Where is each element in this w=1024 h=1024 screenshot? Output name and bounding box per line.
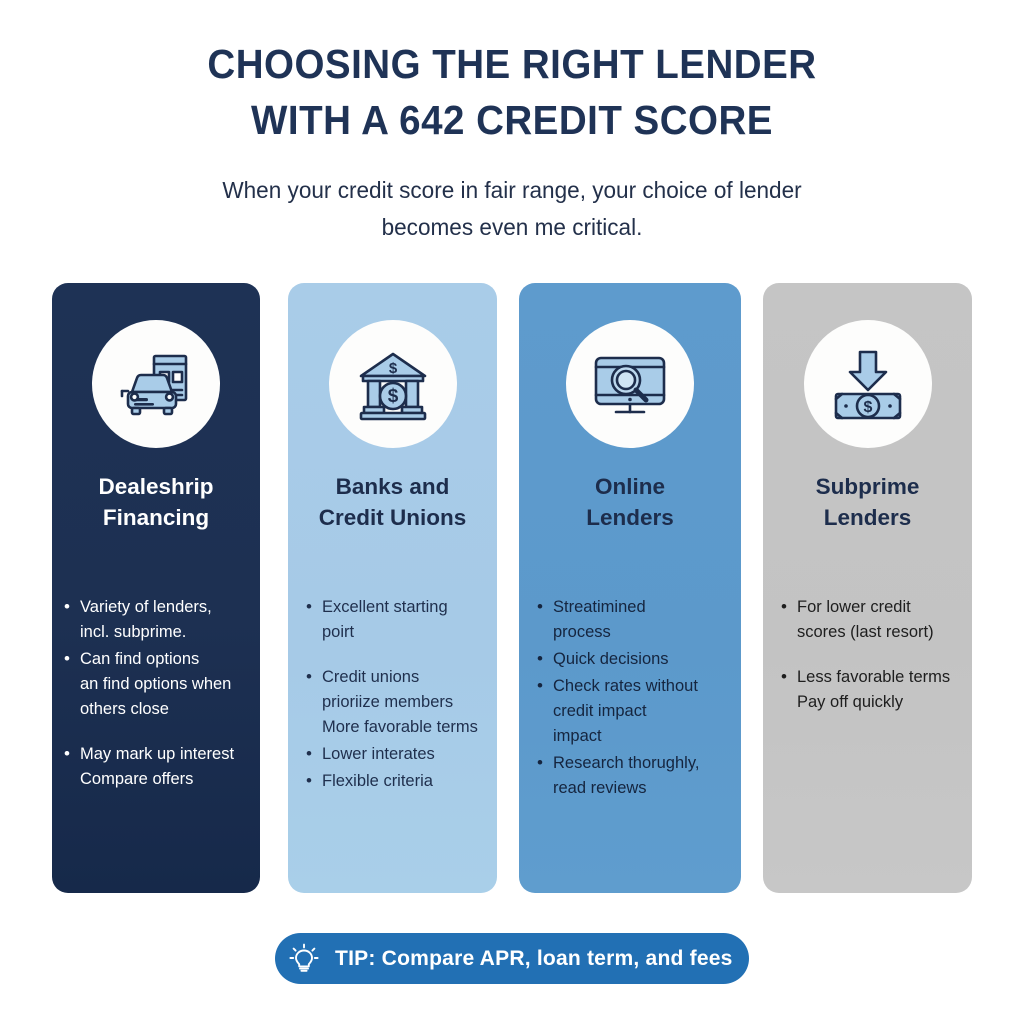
- tip-banner[interactable]: TIP: Compare APR, loan term, and fees: [275, 933, 749, 984]
- monitor-search-icon: [588, 342, 672, 426]
- icon-badge-subprime: $: [803, 320, 932, 448]
- bullet-group: For lower credit scores (last resort): [781, 594, 958, 645]
- card-heading-line: Credit Unions: [318, 505, 467, 530]
- list-item: Streatimined process: [537, 594, 727, 645]
- list-item-text: Research thorughly,: [553, 754, 700, 772]
- list-item-text: Credit unions: [322, 668, 420, 686]
- card-heading-line: Lenders: [586, 505, 674, 530]
- page-subtitle-line-1: When your credit score in fair range, yo…: [222, 177, 802, 203]
- list-item-text: Can find options: [80, 650, 200, 668]
- icon-badge-banks: $ $: [328, 320, 457, 448]
- page-title-line-1: CHOOSING THE RIGHT LENDER: [207, 41, 817, 87]
- list-item-continuation: impact: [553, 727, 602, 745]
- list-item-text: Flexible criteria: [322, 772, 433, 790]
- list-item: For lower credit scores (last resort): [781, 594, 958, 645]
- card-bullets-dealership: Variety of lenders, incl. subprime. Can fi…: [52, 594, 260, 794]
- list-item-text: Variety of lenders,: [80, 598, 212, 616]
- list-item-continuation: an find options when: [80, 675, 232, 693]
- card-heading-line: Financing: [102, 505, 210, 530]
- list-item-continuation: others close: [80, 700, 169, 718]
- list-item: Excellent starting poirt: [306, 594, 483, 645]
- page-subtitle: When your credit score in fair range, yo…: [157, 172, 867, 246]
- bullet-group: Streatimined processQuick decisionsCheck …: [537, 594, 727, 801]
- list-item: Check rates without credit impact impact: [537, 673, 727, 749]
- list-item-continuation: More favorable terms: [322, 718, 478, 736]
- money-down-arrow-icon: $: [826, 342, 910, 426]
- list-item-continuation: prioriize members: [322, 693, 454, 711]
- card-heading-line: Banks and: [335, 474, 450, 499]
- svg-text:$: $: [387, 386, 398, 407]
- list-item: Variety of lenders, incl. subprime.: [64, 594, 254, 645]
- list-item: Quick decisions: [537, 646, 727, 672]
- icon-badge-online: [566, 320, 694, 448]
- card-heading-line: Online: [594, 474, 665, 499]
- list-item-continuation: scores (last resort): [797, 623, 934, 641]
- list-item-text: Streatimined: [553, 598, 646, 616]
- card-bullets-banks: Excellent starting poirtCredit unions prio…: [288, 594, 497, 796]
- list-item-continuation: credit impact: [553, 702, 647, 720]
- list-item-continuation: Compare offers: [80, 770, 194, 788]
- page-subtitle-line-2: becomes even me critical.: [381, 214, 643, 240]
- tip-label: TIP: Compare APR, loan term, and fees: [334, 946, 733, 970]
- bullet-group: Variety of lenders, incl. subprime. Can fi…: [64, 594, 254, 722]
- list-item: Can find options an find options when othe…: [64, 646, 254, 722]
- card-heading-line: Lenders: [823, 505, 912, 530]
- list-item-text: Quick decisions: [553, 650, 669, 668]
- list-item-continuation: read reviews: [553, 779, 647, 797]
- list-item-text: For lower credit: [797, 598, 911, 616]
- list-item-text: Excellent starting: [322, 598, 448, 616]
- list-item-text: May mark up interest: [80, 745, 235, 763]
- list-item: Lower interates: [306, 741, 483, 767]
- icon-badge-dealership: [92, 320, 220, 448]
- list-item-text: Less favorable terms: [797, 668, 951, 686]
- page-title: CHOOSING THE RIGHT LENDER WITH A 642 CRE…: [31, 36, 994, 148]
- list-item: Research thorughly, read reviews: [537, 750, 727, 801]
- lightbulb-icon: [288, 942, 320, 976]
- car-dealership-icon: [114, 342, 198, 426]
- svg-text:$: $: [388, 360, 397, 377]
- list-item-continuation: incl. subprime.: [80, 623, 187, 641]
- page-title-line-2: WITH A 642 CREDIT SCORE: [251, 97, 773, 143]
- bullet-group: Excellent starting poirt: [306, 594, 483, 645]
- bank-dollar-icon: $ $: [351, 342, 435, 426]
- list-item-continuation: Pay off quickly: [797, 693, 904, 711]
- card-heading-line: Dealeshrip: [98, 474, 214, 499]
- svg-text:$: $: [863, 399, 872, 416]
- list-item: Flexible criteria: [306, 768, 483, 794]
- list-item-text: Lower interates: [322, 745, 435, 763]
- card-bullets-subprime: For lower credit scores (last resort) Less…: [763, 594, 972, 717]
- card-heading-line: Subprime: [815, 474, 920, 499]
- card-bullets-online: Streatimined processQuick decisionsCheck …: [519, 594, 741, 803]
- list-item-continuation: process: [553, 623, 611, 641]
- list-item-text: Check rates without: [553, 677, 698, 695]
- list-item-continuation: poirt: [322, 623, 355, 641]
